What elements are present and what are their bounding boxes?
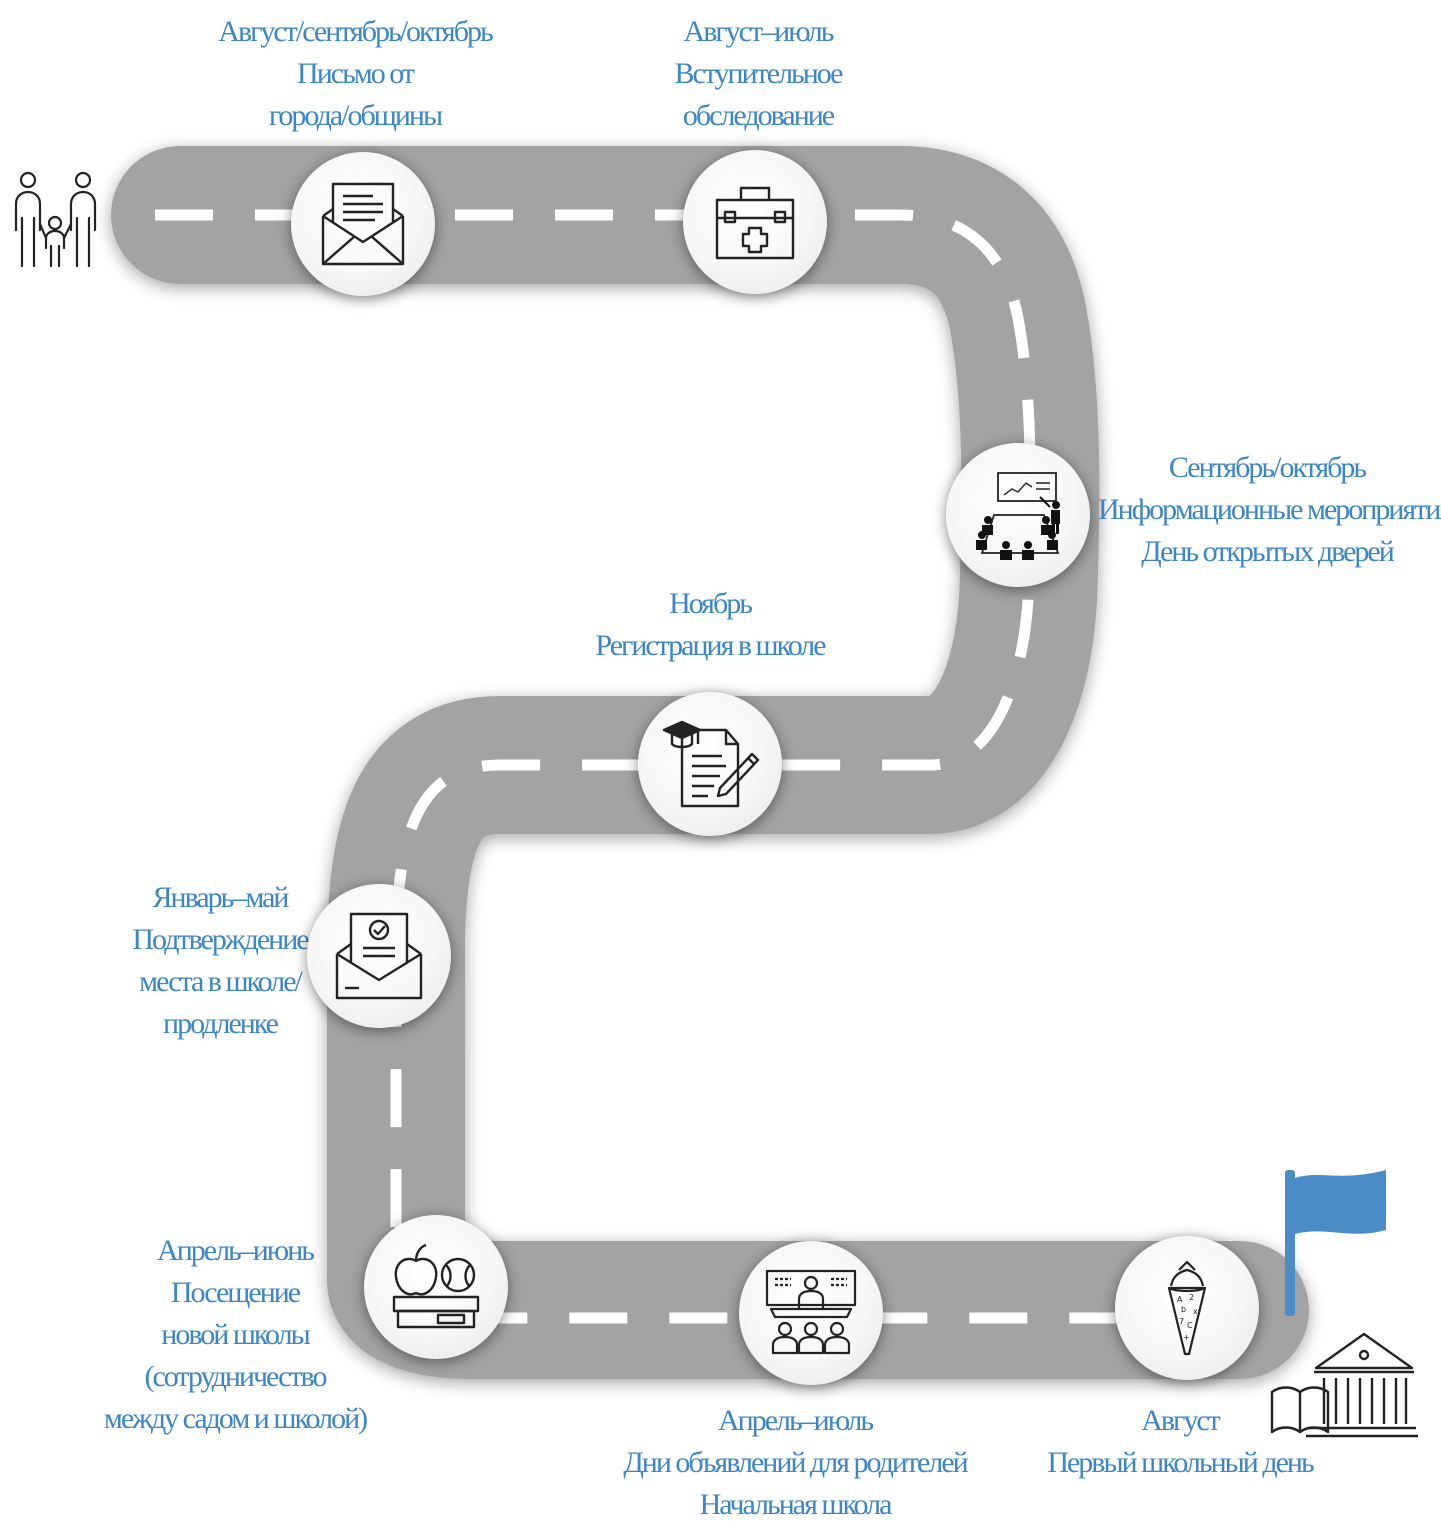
label-line: Первый школьный день (1047, 1446, 1314, 1479)
step-node-info (946, 443, 1090, 587)
envelope-letter-icon (321, 182, 405, 266)
label-line: Дни объявлений для родителей (623, 1446, 968, 1479)
step-label-visit: Апрель–июнь Посещение новой школы (сотру… (95, 1230, 375, 1440)
label-line: города/общины (268, 99, 443, 132)
label-line: Январь–май (152, 881, 290, 914)
label-line: Август/сентябрь/октябрь (218, 15, 493, 48)
road-center-line (155, 209, 1240, 1324)
step-label-medical: Август–июль Вступительное обследование (608, 11, 908, 137)
svg-text:b: b (1181, 1305, 1186, 1314)
label-line: Подтверждение (132, 923, 309, 956)
svg-text:C: C (1187, 1321, 1193, 1330)
label-line: между садом и школой) (103, 1402, 368, 1435)
step-node-visit (364, 1215, 508, 1359)
label-line: Информационные мероприятия (1098, 493, 1441, 526)
label-line: Посещение (170, 1276, 301, 1309)
label-line: Вступительное (674, 57, 844, 90)
registration-document-icon (662, 720, 760, 808)
label-line: Регистрация в школе (595, 629, 826, 662)
label-line: (сотрудничество (144, 1360, 327, 1393)
step-node-parents (739, 1241, 883, 1385)
label-line: Август (1141, 1404, 1221, 1437)
step-label-registration: Ноябрь Регистрация в школе (560, 583, 860, 667)
label-line: продленке (163, 1007, 279, 1040)
school-supplies-icon (392, 1243, 480, 1329)
svg-text:2: 2 (1189, 1293, 1194, 1302)
label-line: Письмо от (297, 57, 415, 90)
label-line: места в школе/ (139, 965, 303, 998)
label-line: обследование (682, 99, 835, 132)
family-icon (14, 171, 97, 268)
medical-kit-icon (715, 186, 795, 260)
step-label-confirmation: Январь–май Подтверждение места в школе/ … (95, 877, 345, 1045)
label-line: Сентябрь/октябрь (1168, 451, 1367, 484)
label-line: новой школы (161, 1318, 310, 1351)
finish-flag-icon (1285, 1170, 1386, 1316)
presentation-meeting-icon (976, 472, 1060, 560)
svg-text:7: 7 (1179, 1317, 1184, 1326)
svg-text:x: x (1193, 1307, 1198, 1316)
step-label-letter: Август/сентябрь/октябрь Письмо от города… (175, 11, 535, 137)
label-line: Начальная школа (699, 1488, 893, 1521)
svg-text:+: + (1183, 1333, 1190, 1342)
label-line: День открытых дверей (1141, 535, 1395, 568)
step-node-letter (291, 152, 435, 296)
label-line: Апрель–июнь (157, 1234, 315, 1267)
label-line: Август–июль (683, 15, 835, 48)
label-line: Ноябрь (669, 587, 753, 620)
step-label-parents: Апрель–июль Дни объявлений для родителей… (600, 1400, 990, 1526)
school-building-icon (1270, 1332, 1418, 1438)
step-node-registration (638, 692, 782, 836)
label-line: Апрель–июль (717, 1404, 874, 1437)
confirmation-mail-icon (335, 912, 423, 1000)
svg-text:A: A (1177, 1295, 1183, 1304)
classroom-icon (765, 1269, 857, 1355)
step-node-confirmation (307, 884, 451, 1028)
step-label-info: Сентябрь/октябрь Информационные мероприя… (1098, 447, 1441, 573)
step-node-medical (683, 150, 827, 294)
step-label-first-day: Август Первый школьный день (1030, 1400, 1330, 1484)
